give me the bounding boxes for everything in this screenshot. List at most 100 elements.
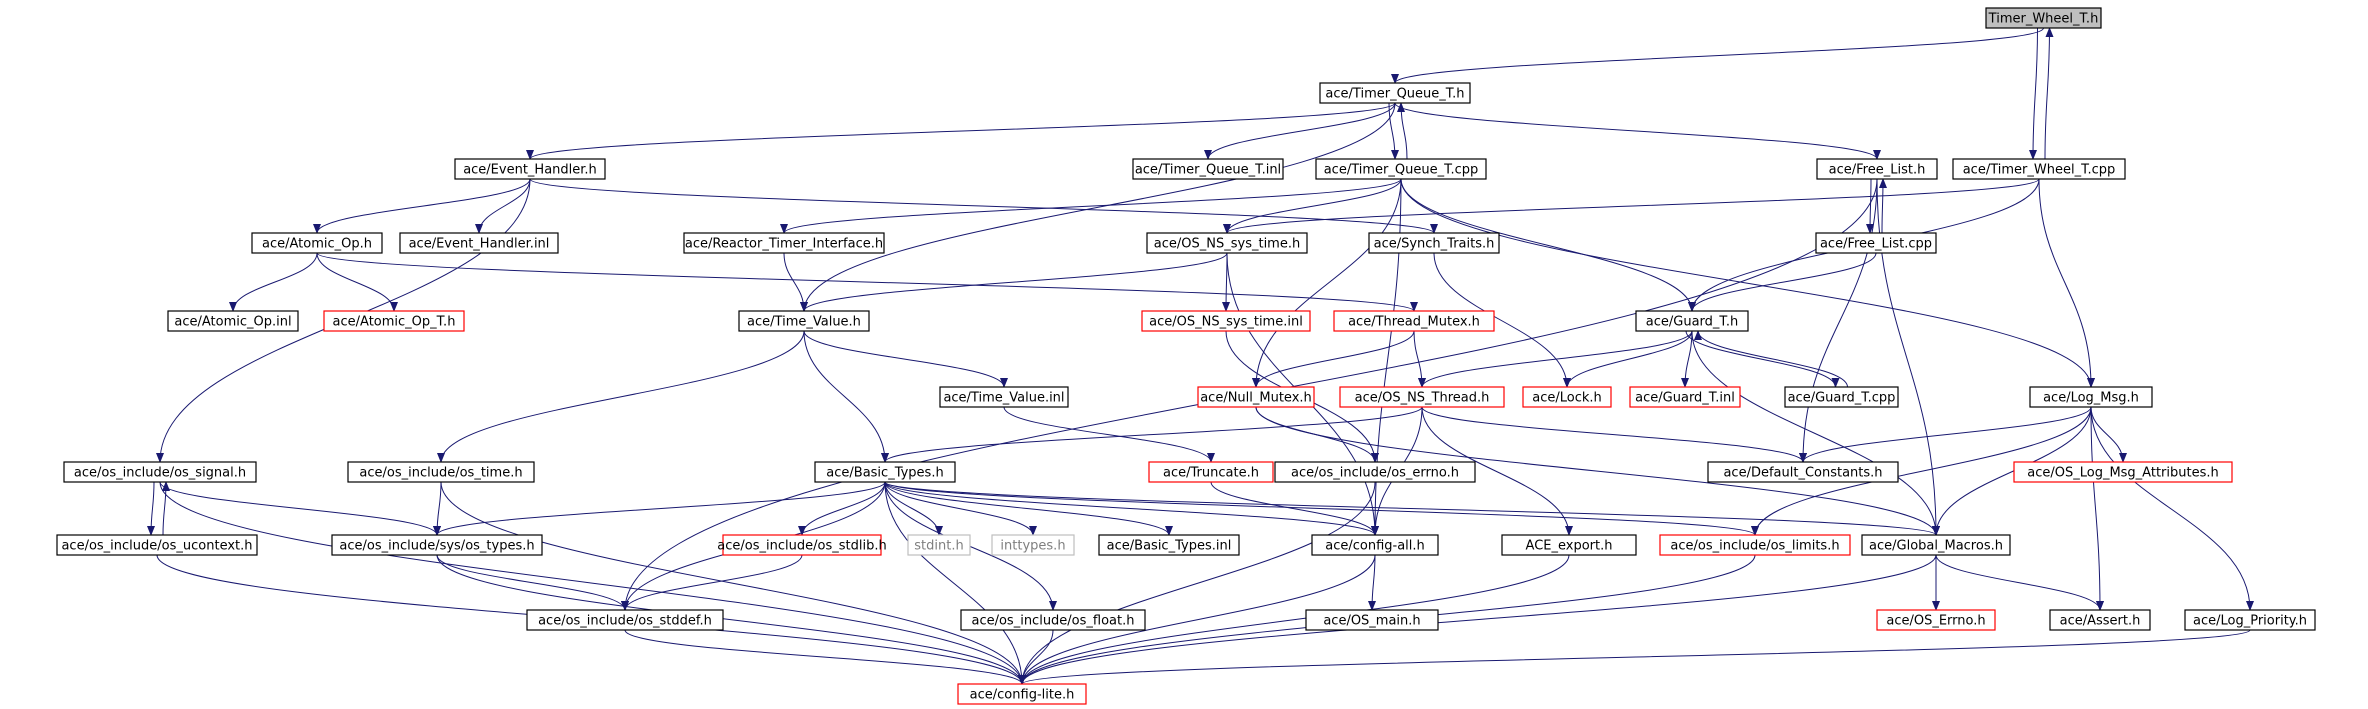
file-node-osstddef-h[interactable]: ace/os_include/os_stddef.h (526, 609, 724, 631)
file-node-twt-h[interactable]: Timer_Wheel_T.h (1985, 7, 2102, 29)
file-node-eh-h[interactable]: ace/Event_Handler.h (454, 158, 606, 180)
file-nodes: Timer_Wheel_T.h ace/Timer_Queue_T.h ace/Ev… (56, 7, 2316, 705)
file-node-tq-cpp[interactable]: ace/Timer_Queue_T.cpp (1315, 158, 1487, 180)
edge-twt_cpp-to-osst_h (1223, 178, 2040, 234)
edge-rti_h-to-tv_h (783, 252, 808, 312)
edge-tq_cpp-to-osst_h (1223, 178, 1402, 234)
file-node-gt-h[interactable]: ace/Guard_T.h (1635, 310, 1749, 332)
node-label: ace/Timer_Queue_T.h (1325, 87, 1464, 102)
file-node-tv-inl[interactable]: ace/Time_Value.inl (939, 386, 1069, 408)
edge-tv_h-to-tv_inl (803, 330, 1008, 388)
file-node-nm-h[interactable]: ace/Null_Mutex.h (1197, 386, 1315, 408)
file-node-tq-inl[interactable]: ace/Timer_Queue_T.inl (1132, 158, 1284, 180)
file-node-ostypes-h[interactable]: ace/os_include/sys/os_types.h (331, 534, 543, 556)
file-node-trunc-h[interactable]: ace/Truncate.h (1148, 461, 1274, 483)
node-label: ace/OS_Errno.h (1886, 614, 1985, 629)
edge-tv_h-to-ostime_h (437, 330, 805, 463)
file-node-lma-h[interactable]: ace/OS_Log_Msg_Attributes.h (2013, 461, 2233, 483)
file-node-osmain-h[interactable]: ace/OS_main.h (1305, 609, 1439, 631)
node-label: ace/Log_Priority.h (2193, 614, 2307, 629)
edge-tq_cpp-to-rti_h (780, 178, 1402, 234)
file-node-gm-h[interactable]: ace/Global_Macros.h (1861, 534, 2011, 556)
file-node-eh-inl[interactable]: ace/Event_Handler.inl (399, 232, 559, 254)
file-node-ace-export-h[interactable]: ACE_export.h (1501, 534, 1637, 556)
node-box (683, 232, 885, 254)
node-box (814, 461, 956, 483)
node-label: ace/OS_NS_Thread.h (1355, 391, 1490, 406)
edge-tq_cpp-to-nm_h (1252, 178, 1402, 388)
file-node-inttypes-h[interactable]: inttypes.h (991, 534, 1075, 556)
file-node-tv-h[interactable]: ace/Time_Value.h (738, 310, 870, 332)
file-node-oserr-h[interactable]: ace/os_include/os_errno.h (1274, 461, 1476, 483)
node-box (1141, 310, 1311, 332)
file-node-ao-inl[interactable]: ace/Atomic_Op.inl (167, 310, 299, 332)
file-node-gt-inl[interactable]: ace/Guard_T.inl (1629, 386, 1741, 408)
node-label: ace/Default_Constants.h (1723, 466, 1882, 481)
node-box (1319, 82, 1471, 104)
node-label: ace/Time_Value.inl (943, 391, 1064, 406)
node-label: ace/Atomic_Op.h (262, 237, 372, 252)
node-label: ace/config-all.h (1325, 539, 1425, 554)
node-box (2184, 609, 2316, 631)
file-node-aot-h[interactable]: ace/Atomic_Op_T.h (323, 310, 465, 332)
file-node-stdint-h[interactable]: stdint.h (907, 534, 971, 556)
edge-bt_h-to-ostypes_h (433, 481, 886, 536)
file-node-bt-h[interactable]: ace/Basic_Types.h (814, 461, 956, 483)
node-label: ace/Free_List.cpp (1820, 237, 1932, 252)
node-label: ace/os_include/os_errno.h (1291, 466, 1459, 481)
edge-ace_export_h-to-cl_h (1018, 554, 1570, 685)
node-box (331, 534, 543, 556)
file-node-ao-h[interactable]: ace/Atomic_Op.h (251, 232, 383, 254)
node-box (1635, 310, 1749, 332)
file-node-oserrno-h[interactable]: ace/OS_Errno.h (1876, 609, 1996, 631)
file-node-rti-h[interactable]: ace/Reactor_Timer_Interface.h (683, 232, 885, 254)
edge-fl_cpp-to-gt_h (1688, 252, 1877, 312)
edge-ao_h-to-ao_inl (229, 252, 318, 312)
edge-osuc_h-to-ossig_h (161, 481, 170, 536)
file-node-lock-h[interactable]: ace/Lock.h (1522, 386, 1612, 408)
file-node-ossig-h[interactable]: ace/os_include/os_signal.h (63, 461, 257, 483)
file-node-bt-inl[interactable]: ace/Basic_Types.inl (1098, 534, 1240, 556)
file-node-osuc-h[interactable]: ace/os_include/os_ucontext.h (56, 534, 258, 556)
node-label: stdint.h (914, 539, 963, 554)
file-node-assert-h[interactable]: ace/Assert.h (2049, 609, 2151, 631)
node-label: ace/os_include/os_time.h (359, 466, 522, 481)
file-node-fl-cpp[interactable]: ace/Free_List.cpp (1815, 232, 1937, 254)
edge-eh_h-to-st_h (529, 178, 1438, 234)
file-node-tm-h[interactable]: ace/Thread_Mutex.h (1333, 310, 1495, 332)
file-node-osfloat-h[interactable]: ace/os_include/os_float.h (960, 609, 1146, 631)
edge-bt_h-to-gm_h (884, 481, 1940, 536)
file-node-osnt-h[interactable]: ace/OS_NS_Thread.h (1339, 386, 1505, 408)
file-node-osst-h[interactable]: ace/OS_NS_sys_time.h (1146, 232, 1308, 254)
edge-tq_h-to-tq_inl (1204, 102, 1396, 160)
node-label: ace/Guard_T.h (1646, 315, 1738, 330)
node-label: ace/Timer_Wheel_T.cpp (1963, 163, 2116, 178)
file-node-dc-h[interactable]: ace/Default_Constants.h (1707, 461, 1899, 483)
edge-fl_h-to-fl_cpp (1866, 178, 1875, 234)
file-node-osst-inl[interactable]: ace/OS_NS_sys_time.inl (1141, 310, 1311, 332)
node-box (1629, 386, 1741, 408)
edge-lm_h-to-assert_h (2090, 406, 2104, 611)
node-box (991, 534, 1075, 556)
file-node-twt-cpp[interactable]: ace/Timer_Wheel_T.cpp (1952, 158, 2126, 180)
file-node-fl-h[interactable]: ace/Free_List.h (1816, 158, 1938, 180)
edge-tv_h-to-bt_h (803, 330, 889, 463)
file-node-ostime-h[interactable]: ace/os_include/os_time.h (347, 461, 535, 483)
edge-twt_cpp-to-twt_h (2044, 27, 2054, 160)
node-box (1333, 310, 1495, 332)
file-node-tq-h[interactable]: ace/Timer_Queue_T.h (1319, 82, 1471, 104)
node-box (1197, 386, 1315, 408)
node-label: ace/OS_NS_sys_time.inl (1149, 315, 1303, 330)
file-node-lp-h[interactable]: ace/Log_Priority.h (2184, 609, 2316, 631)
file-node-osstdlib-h[interactable]: ace/os_include/os_stdlib.h (717, 534, 887, 556)
file-node-lm-h[interactable]: ace/Log_Msg.h (2029, 386, 2153, 408)
node-box (63, 461, 257, 483)
file-node-cl-h[interactable]: ace/config-lite.h (957, 683, 1087, 705)
node-label: ace/Global_Macros.h (1869, 539, 2003, 554)
file-node-ca-h[interactable]: ace/config-all.h (1311, 534, 1439, 556)
file-node-oslim-h[interactable]: ace/os_include/os_limits.h (1659, 534, 1851, 556)
file-node-gt-cpp[interactable]: ace/Guard_T.cpp (1784, 386, 1899, 408)
edge-lp_h-to-cl_h (1018, 629, 2251, 685)
file-node-st-h[interactable]: ace/Synch_Traits.h (1368, 232, 1500, 254)
node-box (1339, 386, 1505, 408)
